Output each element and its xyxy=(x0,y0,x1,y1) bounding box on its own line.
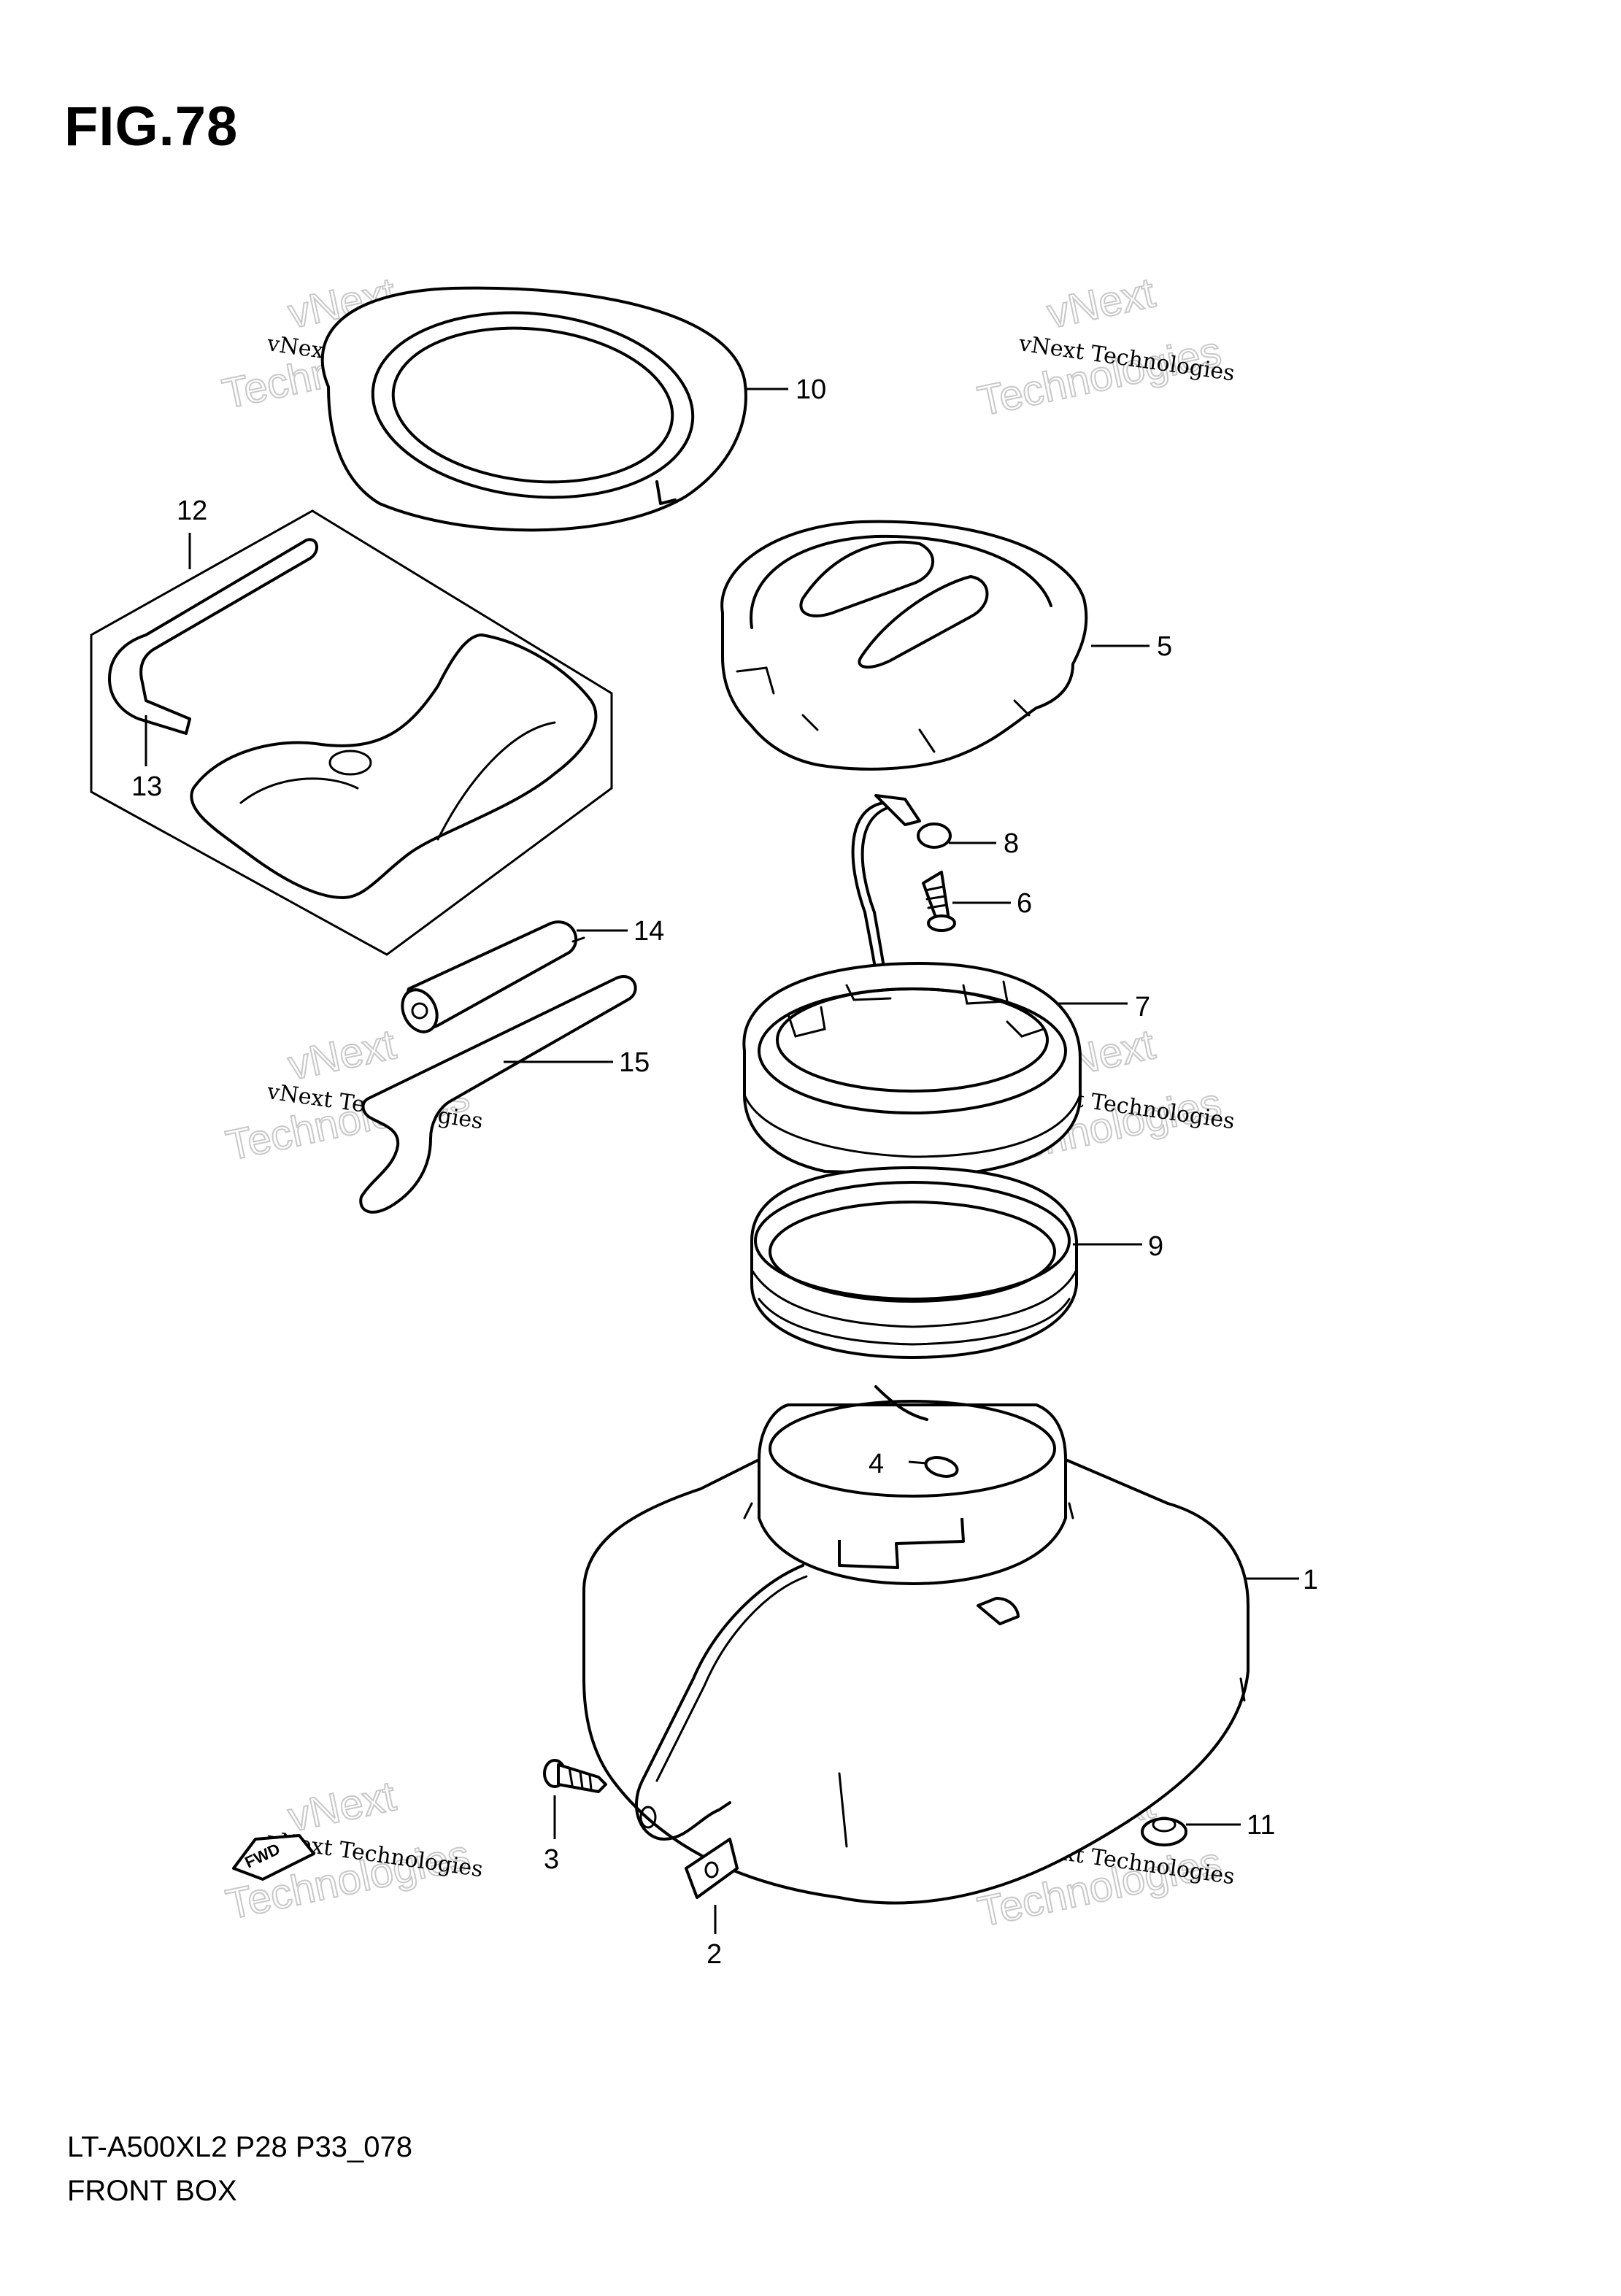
part-7-lock-ring xyxy=(742,962,1082,1176)
callout-7: 7 xyxy=(1135,992,1150,1022)
callout-4: 4 xyxy=(869,1449,884,1479)
callout-5: 5 xyxy=(1157,631,1172,662)
callout-8: 8 xyxy=(1004,828,1019,859)
leader-lines xyxy=(145,388,1299,1934)
figure-title: FIG.78 xyxy=(64,96,239,158)
callout-6: 6 xyxy=(1017,888,1032,919)
part-14-cylinder xyxy=(401,920,585,1033)
part-2-clip xyxy=(685,1838,739,1899)
callout-13: 13 xyxy=(131,771,162,802)
callout-2: 2 xyxy=(706,1939,722,1970)
watermark-small-text: vNext xyxy=(284,1020,400,1089)
part-11-grommet xyxy=(1141,1817,1187,1846)
part-1-front-box xyxy=(582,1400,1250,1905)
part-5-cap xyxy=(720,520,1088,771)
part-9-ring-gasket xyxy=(750,1166,1078,1359)
part-10-seal-gasket xyxy=(320,286,747,532)
callout-11: 11 xyxy=(1247,1810,1275,1841)
callout-3: 3 xyxy=(544,1844,559,1875)
callout-10: 10 xyxy=(796,374,826,405)
callout-labels: 10 5 8 6 7 9 1 4 3 2 11 12 13 14 15 xyxy=(131,374,1318,1970)
figure-name: FRONT BOX xyxy=(67,2175,237,2207)
callout-9: 9 xyxy=(1148,1231,1163,1262)
part-4-terminal xyxy=(874,1385,959,1478)
callout-15: 15 xyxy=(619,1047,650,1078)
part-12-13-tool-kit-box xyxy=(90,509,613,956)
callout-12: 12 xyxy=(177,496,207,526)
fwd-arrow-icon: FWD xyxy=(232,1834,315,1881)
part-15-spanner xyxy=(359,975,637,1214)
callout-1: 1 xyxy=(1303,1565,1318,1595)
callout-14: 14 xyxy=(634,916,664,947)
part-3-screw xyxy=(543,1759,607,1793)
part-6-screw xyxy=(922,871,956,932)
watermark-small-text: vNext xyxy=(1043,269,1159,337)
model-code: LT-A500XL2 P28 P33_078 xyxy=(67,2131,412,2163)
watermark-top-right: Technologies vNext vNext Technologies xyxy=(973,268,1236,425)
